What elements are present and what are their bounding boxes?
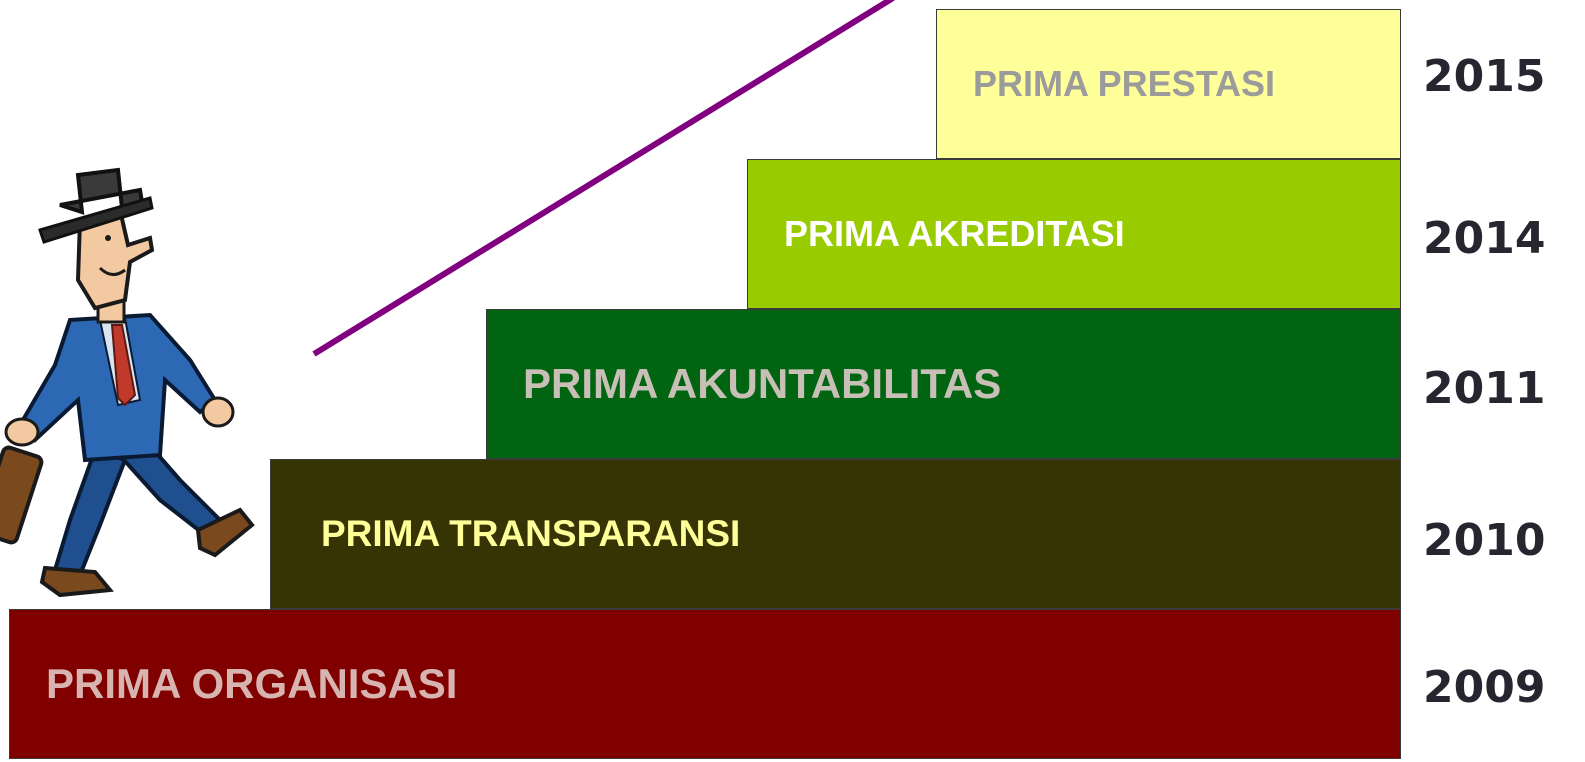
businessman-illustration: [0, 167, 255, 598]
diagonal-line: [312, 0, 895, 357]
year-label-2015: 2015: [1423, 51, 1546, 102]
step-label-prima-transparansi: PRIMA TRANSPARANSI: [321, 513, 741, 554]
step-prima-akreditasi: PRIMA AKREDITASI: [747, 159, 1401, 309]
year-label-2009: 2009: [1423, 662, 1546, 713]
step-label-prima-akreditasi: PRIMA AKREDITASI: [784, 213, 1125, 254]
year-label-2014: 2014: [1423, 213, 1546, 264]
year-label-2011: 2011: [1423, 363, 1546, 414]
step-prima-akuntabilitas: PRIMA AKUNTABILITAS: [486, 309, 1401, 459]
year-label-2010: 2010: [1423, 515, 1546, 566]
step-label-prima-prestasi: PRIMA PRESTASI: [973, 63, 1276, 104]
step-prima-organisasi: PRIMA ORGANISASI: [9, 609, 1401, 759]
step-prima-transparansi: PRIMA TRANSPARANSI: [270, 459, 1401, 609]
step-label-prima-akuntabilitas: PRIMA AKUNTABILITAS: [523, 360, 1002, 407]
briefcase-icon: [0, 445, 44, 545]
step-label-prima-organisasi: PRIMA ORGANISASI: [46, 660, 458, 707]
step-prima-prestasi: PRIMA PRESTASI: [936, 9, 1401, 159]
